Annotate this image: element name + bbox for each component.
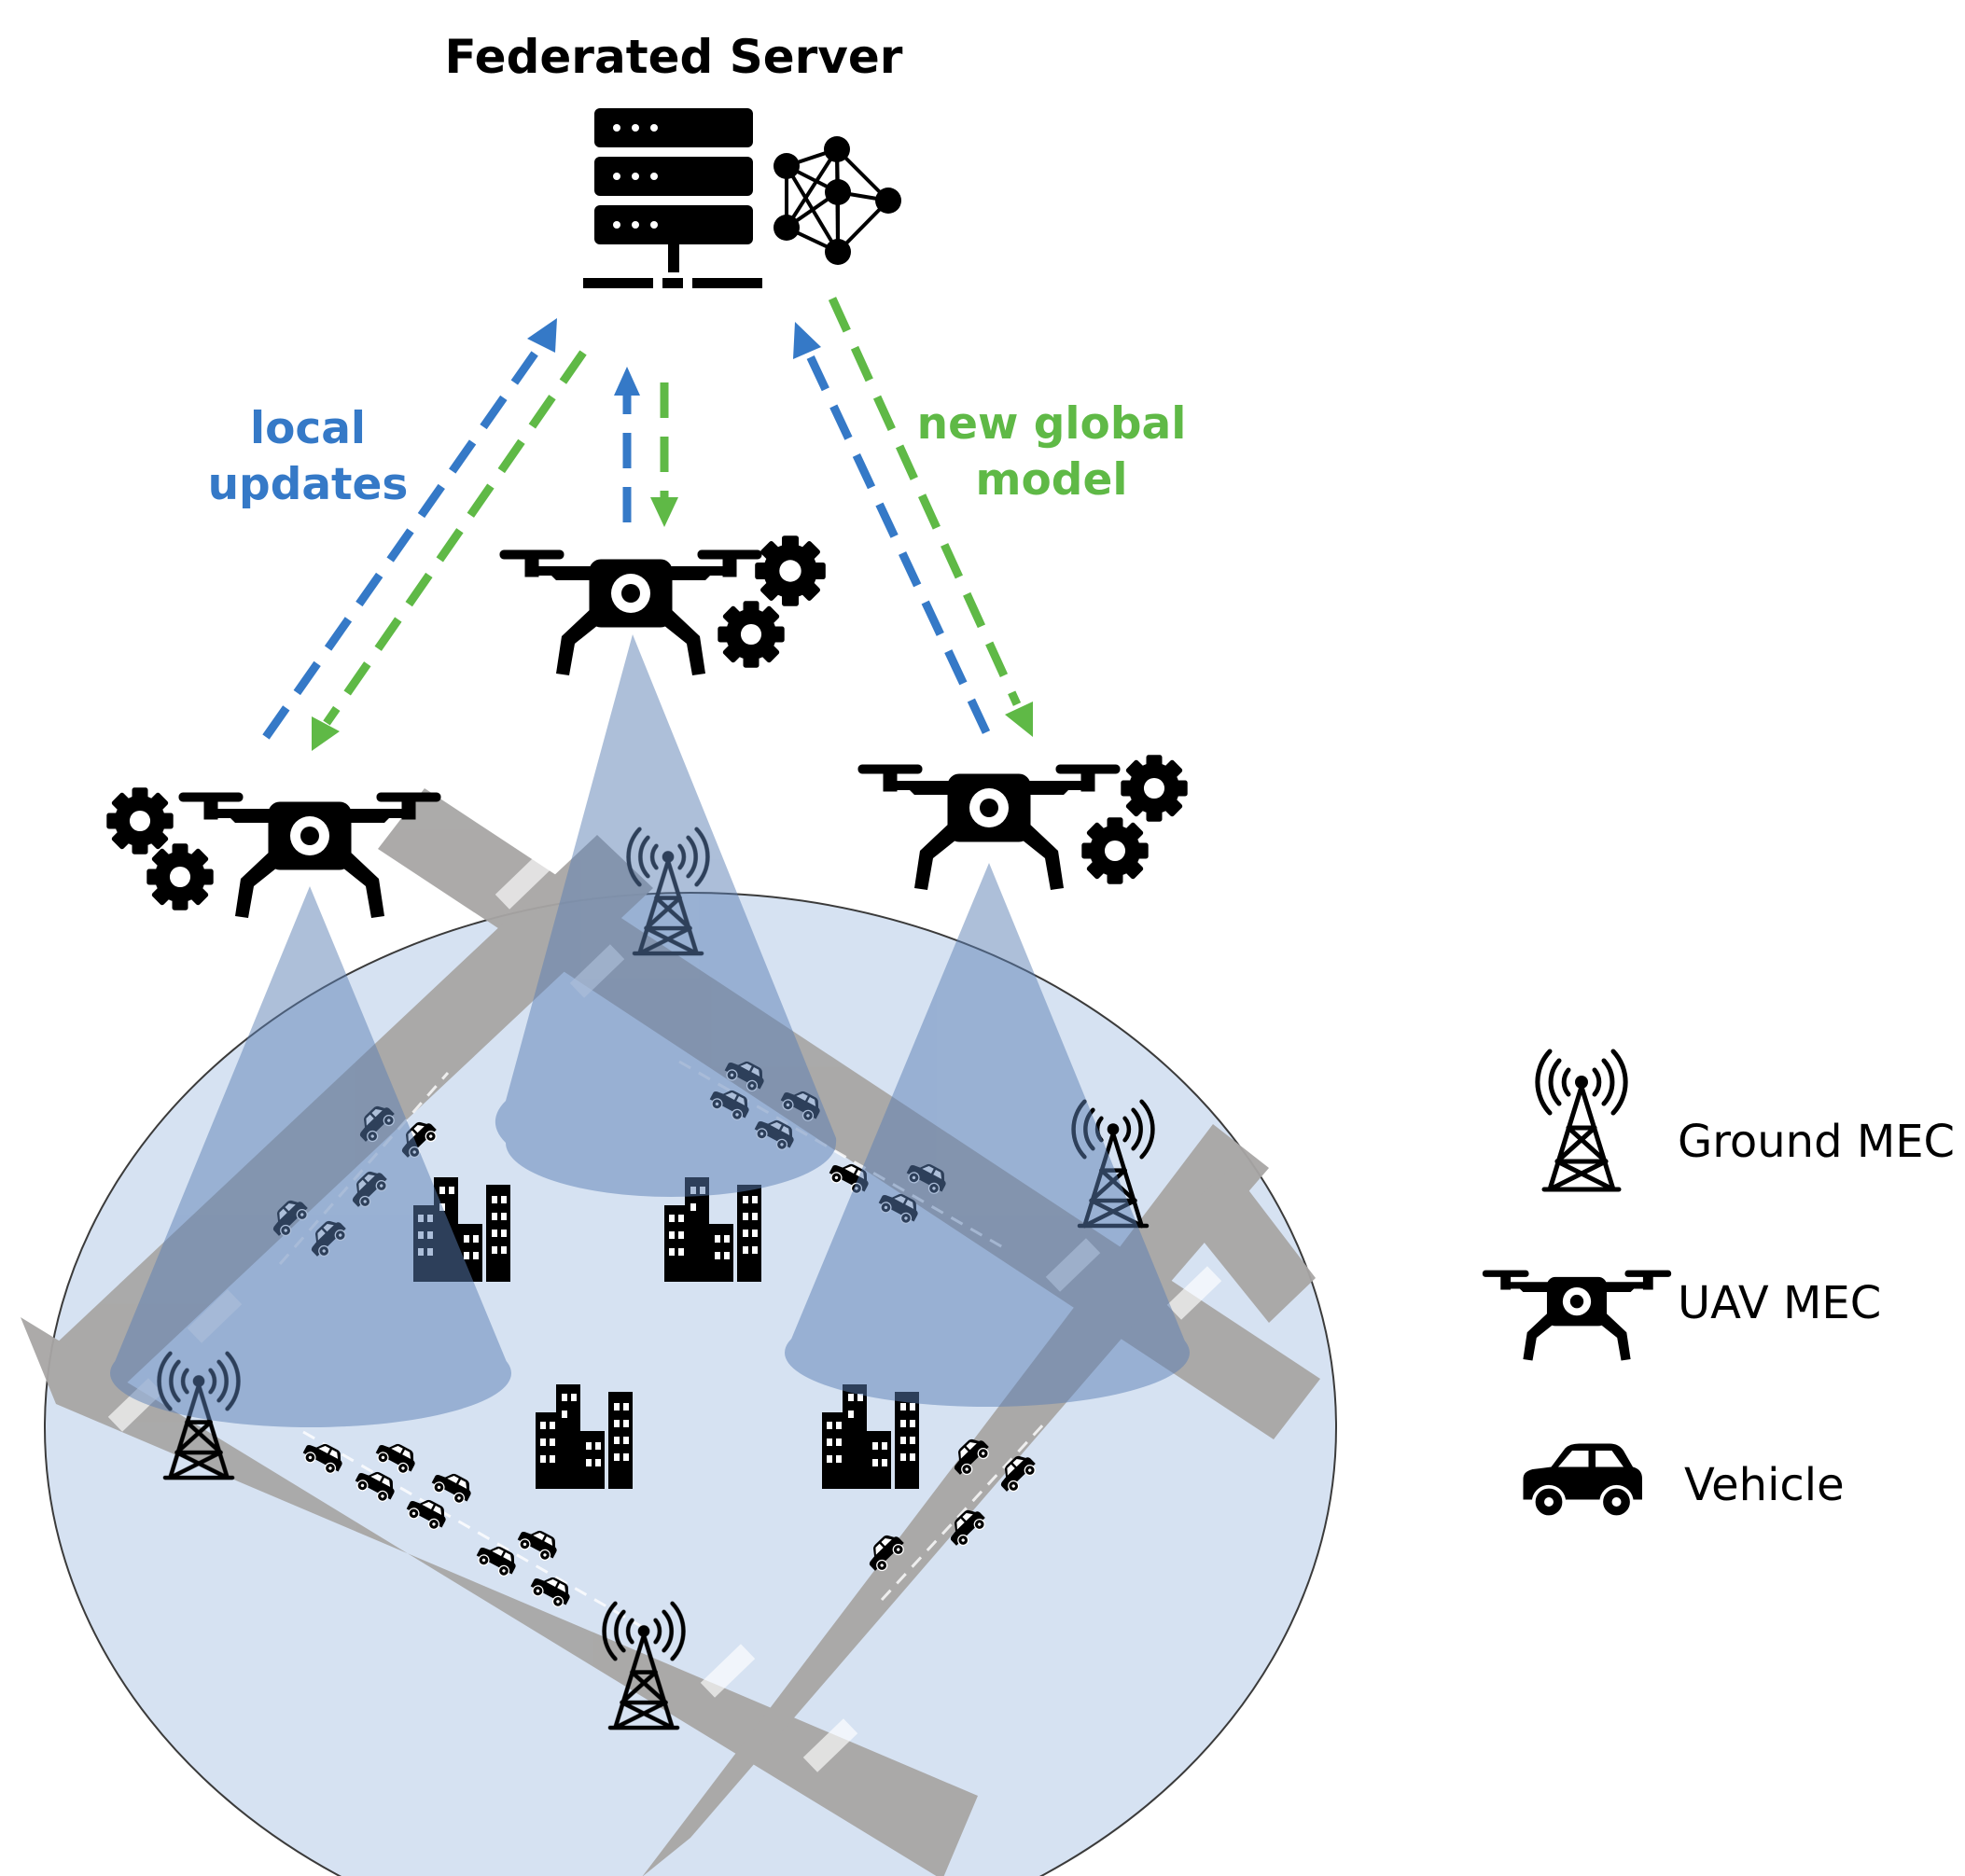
local-updates-label-line2: updates [208,459,409,510]
legend-uav-mec-label: UAV MEC [1678,1277,1881,1329]
server-rack-icon [583,108,762,288]
gear-icon [718,601,785,668]
gear-icon [1121,755,1188,822]
gear-icon [1081,817,1149,884]
upload-arrowheads [527,318,821,396]
download-arrows [323,297,1022,726]
gear-icon [106,787,174,855]
global-model-label-line2: model [976,454,1128,506]
gear-icon [755,535,826,606]
legend-drone-icon [1483,1271,1671,1360]
download-arrowheads [312,497,1033,751]
upload-arrows [262,335,991,740]
legend-vehicle-label: Vehicle [1684,1459,1845,1511]
gear-icon [146,843,214,910]
uav-coverage-cones [110,634,1190,1427]
legend: Ground MEC UAV MEC Vehicle [1483,1051,1955,1520]
legend-car-icon [1521,1441,1644,1520]
legend-tower-icon [1538,1051,1625,1189]
server-title: Federated Server [445,30,903,84]
local-updates-label-line1: local [250,403,366,454]
legend-ground-mec-label: Ground MEC [1678,1116,1955,1168]
neural-network-icon [773,136,901,265]
global-model-label-line1: new global [917,398,1187,450]
